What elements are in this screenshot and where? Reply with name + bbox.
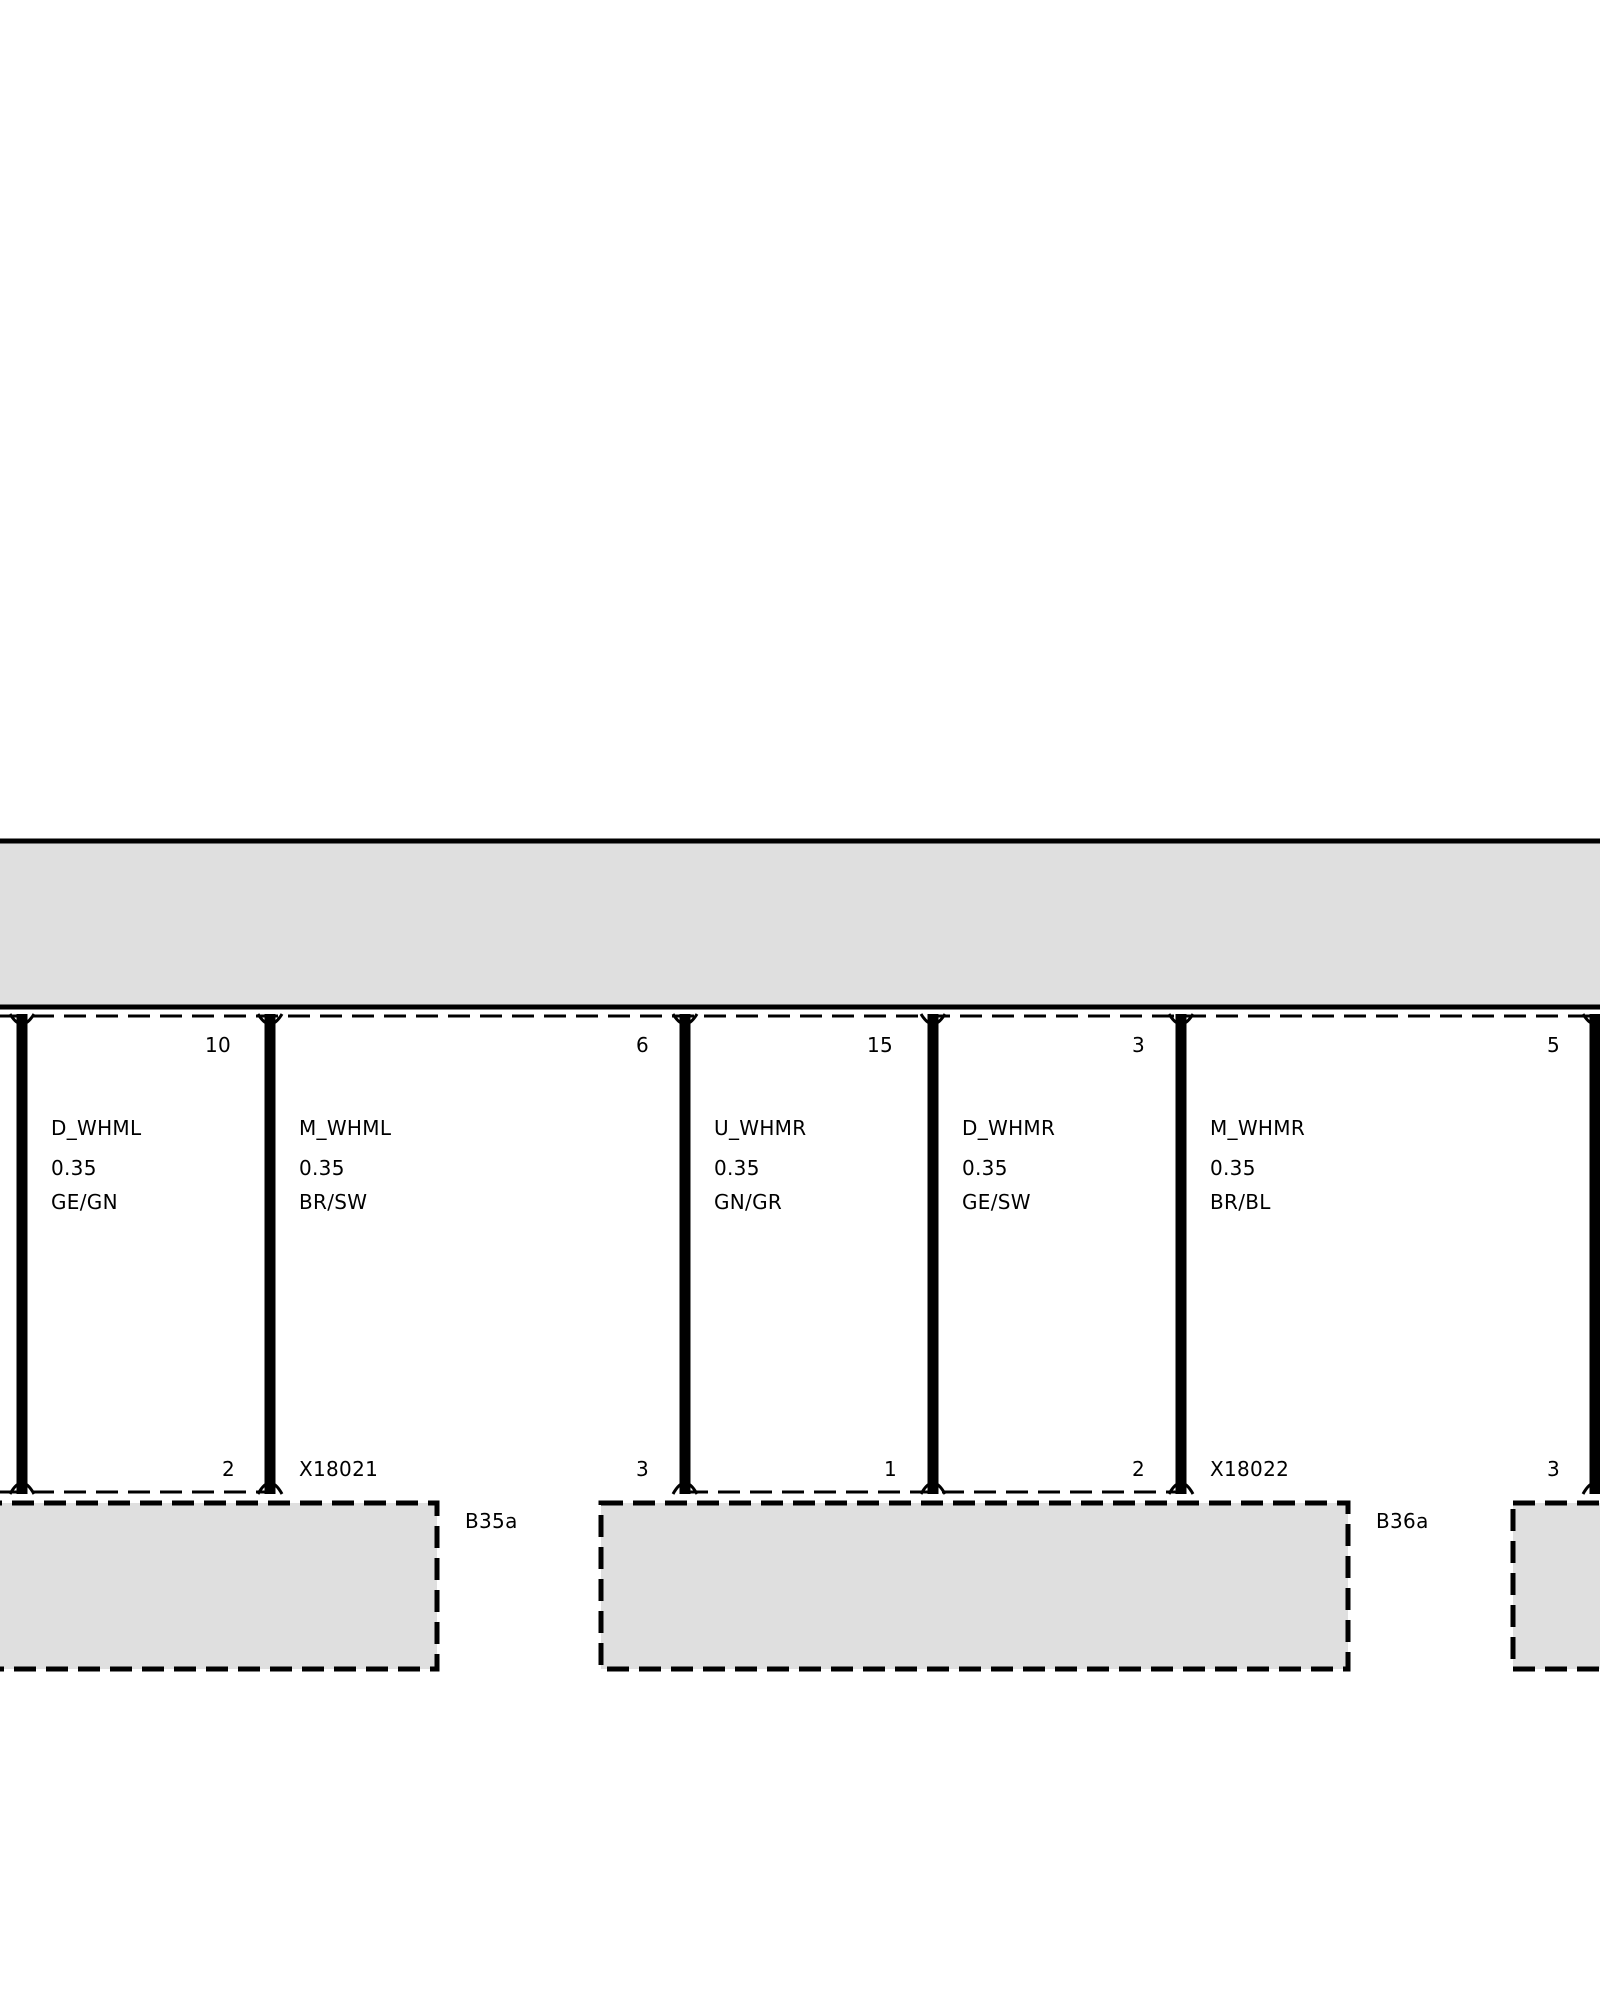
wire-right-edge: 5 3 (1547, 1013, 1600, 1495)
top-pin-number: 3 (1132, 1033, 1145, 1057)
top-pin-number: 15 (867, 1033, 893, 1057)
connector-x18022-label: X18022 (1210, 1457, 1289, 1481)
wire-m-whmr: 3 2 M_WHMR 0.35 BR/BL X18022 (1132, 1013, 1305, 1495)
top-pin-number: 6 (636, 1033, 649, 1057)
bottom-pin-number: 3 (636, 1457, 649, 1481)
wire-gauge-label: 0.35 (51, 1156, 97, 1180)
wire-d-whmr: 15 1 D_WHMR 0.35 GE/SW (867, 1013, 1055, 1495)
top-pin-number: 10 (205, 1033, 231, 1057)
wire-signal-label: M_WHML (299, 1116, 392, 1140)
wire-color-label: GN/GR (714, 1190, 782, 1214)
wire-signal-label: D_WHML (51, 1116, 142, 1140)
wire-color-label: BR/BL (1210, 1190, 1271, 1214)
component-b35a-box (0, 1500, 440, 1672)
wire-gauge-label: 0.35 (962, 1156, 1008, 1180)
wire-signal-label: D_WHMR (962, 1116, 1055, 1140)
wire-color-label: BR/SW (299, 1190, 367, 1214)
components: B35a B36a (0, 1490, 1600, 1672)
wire-color-label: GE/GN (51, 1190, 118, 1214)
component-b36a-box (598, 1500, 1351, 1672)
wire-u-whmr: 6 3 U_WHMR 0.35 GN/GR (636, 1013, 806, 1495)
bottom-pin-number: 2 (222, 1457, 235, 1481)
top-pin-number: 5 (1547, 1033, 1560, 1057)
control-unit (0, 838, 1600, 1018)
wire-gauge-label: 0.35 (1210, 1156, 1256, 1180)
connector-x18021-label: X18021 (299, 1457, 378, 1481)
bottom-pin-number: 1 (884, 1457, 897, 1481)
wire-d-whml: D_WHML 0.35 GE/GN 2 (8, 1013, 235, 1495)
bottom-pin-number: 3 (1547, 1457, 1560, 1481)
wire-color-label: GE/SW (962, 1190, 1031, 1214)
control-unit-body (0, 838, 1600, 1010)
wire-signal-label: M_WHMR (1210, 1116, 1305, 1140)
bottom-pin-number: 2 (1132, 1457, 1145, 1481)
wire-gauge-label: 0.35 (299, 1156, 345, 1180)
wire-m-whml: 10 M_WHML 0.35 BR/SW X18021 (205, 1013, 392, 1495)
component-right-box (1510, 1500, 1600, 1672)
component-b36a-label: B36a (1376, 1509, 1429, 1533)
wire-gauge-label: 0.35 (714, 1156, 760, 1180)
wire-signal-label: U_WHMR (714, 1116, 806, 1140)
component-b35a-label: B35a (465, 1509, 518, 1533)
wires: D_WHML 0.35 GE/GN 2 10 M_WHML 0.35 BR/SW… (8, 1013, 1600, 1495)
